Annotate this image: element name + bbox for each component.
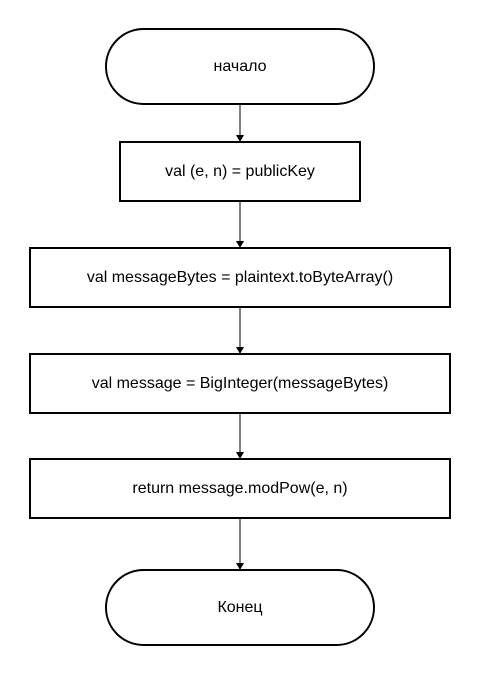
process-step-3-label: val message = BigInteger(messageBytes) bbox=[92, 375, 389, 392]
process-step-1-label: val (e, n) = publicKey bbox=[165, 163, 315, 180]
end-terminator-shape bbox=[105, 569, 375, 646]
process-step-4-box bbox=[29, 458, 451, 519]
start-label: начало bbox=[213, 58, 266, 75]
process-step-3: val message = BigInteger(messageBytes) bbox=[29, 353, 451, 414]
start-node: начало bbox=[105, 28, 375, 105]
arrow-step-3-to-step-4 bbox=[236, 413, 244, 459]
end-label: Конец bbox=[217, 599, 262, 616]
process-step-1: val (e, n) = publicKey bbox=[119, 141, 361, 202]
process-step-4-label: return message.modPow(e, n) bbox=[132, 480, 347, 497]
process-step-1-box bbox=[119, 141, 361, 202]
end-node: Конец bbox=[105, 569, 375, 646]
arrow-step-1-to-step-2 bbox=[236, 201, 244, 248]
process-step-2-label: val messageBytes = plaintext.toByteArray… bbox=[87, 269, 393, 286]
process-step-4: return message.modPow(e, n) bbox=[29, 458, 451, 519]
process-step-2: val messageBytes = plaintext.toByteArray… bbox=[29, 247, 451, 308]
arrow-step-4-to-end bbox=[236, 518, 244, 570]
arrow-step-2-to-step-3 bbox=[236, 307, 244, 354]
arrow-start-to-step-1 bbox=[236, 104, 244, 142]
process-step-3-box bbox=[29, 353, 451, 414]
